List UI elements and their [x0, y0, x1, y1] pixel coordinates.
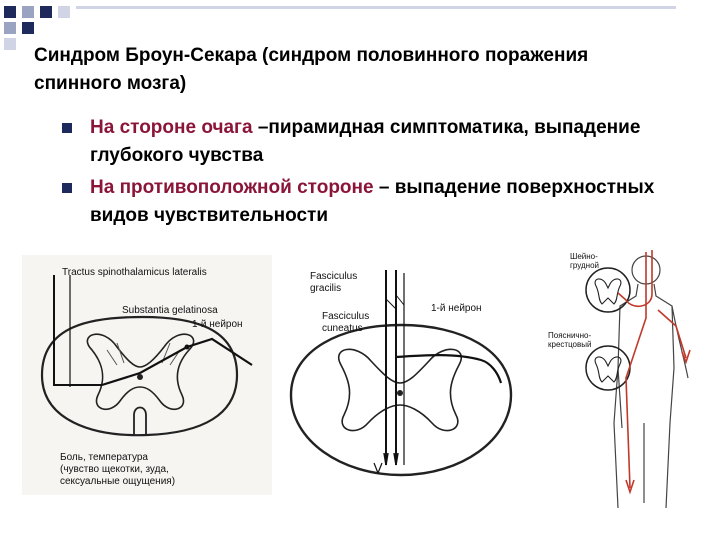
label-first-neuron: 1-й нейрон	[431, 303, 482, 314]
figure-spinothalamic-tract: Tractus spinothalamicus lateralis Substa…	[22, 255, 272, 495]
label-cervicothoracic-1: Шейно-	[570, 252, 598, 261]
bullet-highlight: На стороне очага	[90, 117, 253, 138]
label-first-neuron: 1-й нейрон	[192, 319, 243, 330]
square-bullet-icon	[62, 183, 72, 193]
caption-tickle-itch: (чувство щекотки, зуда,	[60, 464, 169, 475]
bullet-list: На стороне очага –пирамидная симптоматик…	[62, 114, 682, 234]
bullet-highlight: На противоположной стороне	[90, 177, 374, 198]
caption-sexual-sensations: сексуальные ощущения)	[60, 476, 175, 487]
bullet-item-contralateral: На противоположной стороне – выпадение п…	[62, 174, 682, 230]
label-lumbosacral-2: крестцовый	[548, 340, 591, 349]
figure-body-segments: Шейно- грудной Поясничнo- крестцовый	[548, 248, 698, 518]
figure-dorsal-columns: Fasciculus gracilis Fasciculus cuneatus …	[286, 265, 526, 485]
label-cervicothoracic-2: грудной	[570, 261, 599, 270]
caption-pain-temperature: Боль, температура	[60, 452, 148, 463]
bullet-item-ipsilateral: На стороне очага –пирамидная симптоматик…	[62, 114, 682, 170]
label-tract: Tractus spinothalamicus lateralis	[62, 267, 207, 278]
label-cuneatus-1: Fasciculus	[322, 311, 369, 322]
slide-title: Синдром Броун-Секара (синдром половинног…	[34, 42, 674, 98]
label-cuneatus-2: cuneatus	[322, 323, 363, 334]
square-bullet-icon	[62, 123, 72, 133]
label-lumbosacral-1: Поясничнo-	[548, 331, 591, 340]
label-substantia-gelatinosa: Substantia gelatinosa	[122, 305, 218, 316]
label-gracilis-1: Fasciculus	[310, 271, 357, 282]
label-gracilis-2: gracilis	[310, 283, 341, 294]
